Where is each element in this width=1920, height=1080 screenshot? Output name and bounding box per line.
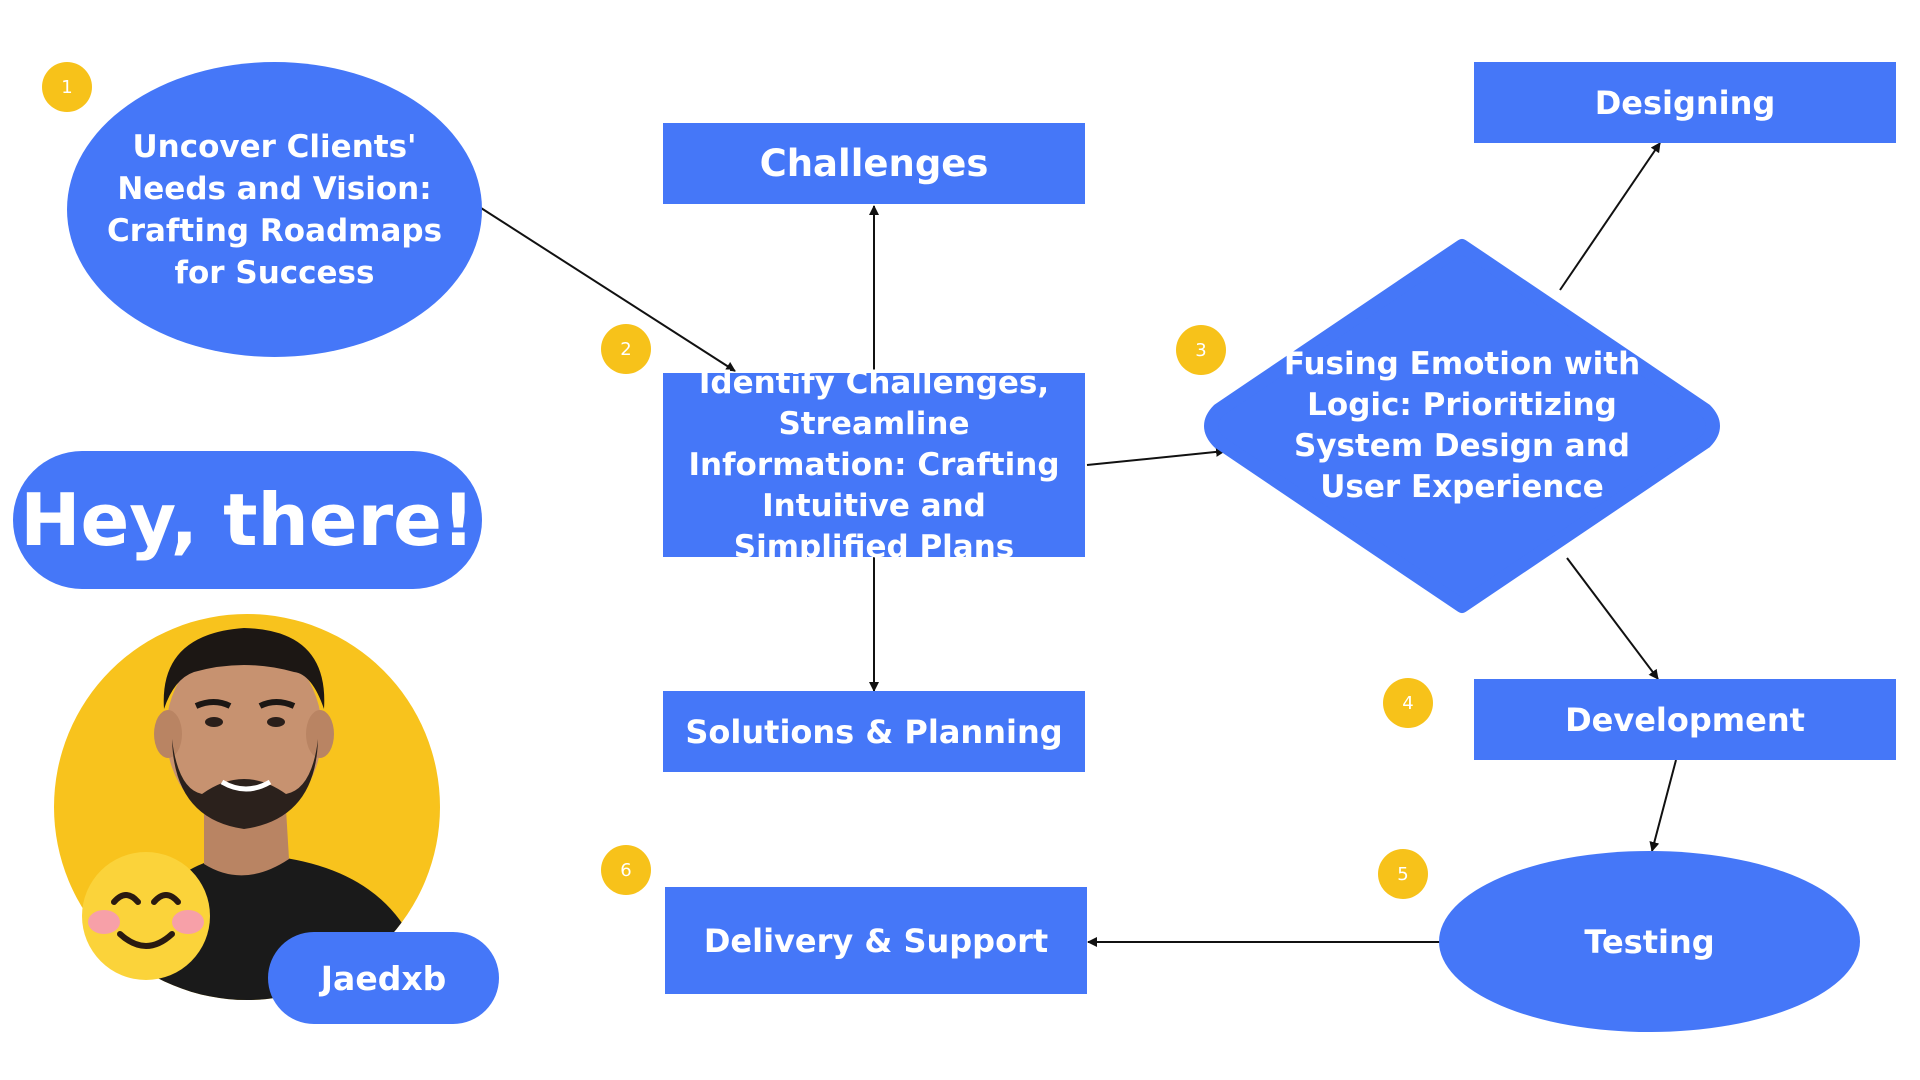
step-badge-2-label: 2: [620, 338, 632, 360]
node-testing-label: Testing: [1584, 922, 1715, 961]
node-delivery-label: Delivery & Support: [703, 921, 1049, 960]
profile-name: Jaedxb: [320, 958, 447, 998]
step-badge-6: 6: [601, 845, 651, 895]
smiling-face-emoji-icon: [80, 850, 212, 986]
node-fusing-label: Fusing Emotion with Logic: Prioritizing …: [1283, 346, 1641, 505]
edge-fusing-to-designing: [1559, 142, 1661, 291]
profile-name-pill: Jaedxb: [268, 932, 499, 1024]
node-designing-label: Designing: [1594, 83, 1776, 122]
greeting-text: Hey, there!: [20, 478, 475, 562]
node-identify-label: Identify Challenges, Streamline Informat…: [688, 364, 1060, 565]
step-badge-2: 2: [601, 324, 651, 374]
node-testing: Testing: [1439, 851, 1860, 1032]
node-challenges-label: Challenges: [759, 142, 989, 185]
node-client-needs-label: Uncover Clients' Needs and Vision: Craft…: [106, 128, 443, 291]
node-solutions-label: Solutions & Planning: [685, 712, 1063, 751]
edge-development-to-testing: [1649, 759, 1677, 852]
step-badge-5-label: 5: [1397, 863, 1409, 885]
step-badge-5: 5: [1378, 849, 1428, 899]
edge-client-to-identify: [480, 207, 736, 372]
step-badge-4-label: 4: [1402, 692, 1414, 714]
step-badge-3-label: 3: [1195, 339, 1207, 361]
node-challenges: Challenges: [663, 123, 1085, 204]
greeting-pill: Hey, there!: [13, 451, 482, 589]
node-fusing-shape: [1204, 239, 1720, 613]
node-identify: Identify Challenges, Streamline Informat…: [663, 365, 1085, 565]
step-badge-4: 4: [1383, 678, 1433, 728]
edge-fusing-to-development: [1566, 557, 1659, 680]
node-solutions: Solutions & Planning: [663, 691, 1085, 772]
step-badge-1: 1: [42, 62, 92, 112]
node-development: Development: [1474, 679, 1896, 760]
node-fusing: Fusing Emotion with Logic: Prioritizing …: [1203, 234, 1721, 618]
step-badge-3: 3: [1176, 325, 1226, 375]
node-development-label: Development: [1565, 700, 1805, 739]
step-badge-6-label: 6: [620, 859, 632, 881]
step-badge-1-label: 1: [61, 76, 73, 98]
node-designing: Designing: [1474, 62, 1896, 143]
node-client-needs: Uncover Clients' Needs and Vision: Craft…: [67, 62, 482, 357]
node-delivery: Delivery & Support: [665, 887, 1087, 994]
edge-identify-to-fusing: [1086, 446, 1226, 466]
